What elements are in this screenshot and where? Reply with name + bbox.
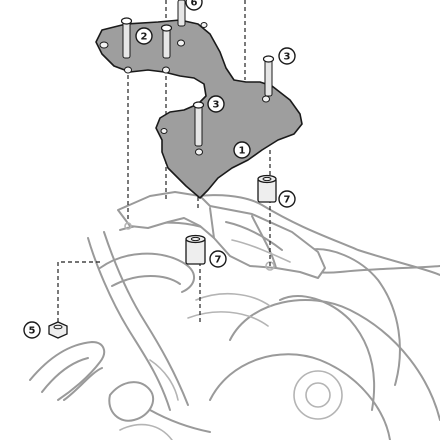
- callout-1-label: 1: [239, 146, 246, 157]
- existing-rack-frame: [117, 191, 326, 279]
- callout-1: 1: [233, 141, 251, 159]
- callout-7-upper: 7: [278, 190, 296, 208]
- callout-3-right: 3: [278, 47, 296, 65]
- callout-7-lower: 7: [209, 250, 227, 268]
- callout-6-label: 6: [191, 0, 198, 9]
- callout-5-label: 5: [29, 326, 36, 337]
- callout-5: 5: [23, 321, 41, 339]
- spacer-part-7-lower: [185, 234, 206, 265]
- callout-2-label: 2: [141, 32, 148, 43]
- callout-7-upper-label: 7: [284, 195, 291, 206]
- nut-part-5: [48, 321, 68, 339]
- callout-7-lower-label: 7: [215, 255, 222, 266]
- screw-part-6: [177, 0, 186, 27]
- screw-part-2: [120, 17, 133, 59]
- screw-part-3-right: [262, 55, 275, 97]
- callout-3-center-label: 3: [213, 100, 220, 111]
- callout-2: 2: [135, 27, 153, 45]
- screw-part-2-inset: [160, 24, 173, 59]
- callout-6: 6: [185, 0, 203, 11]
- screw-part-3-center: [192, 101, 205, 147]
- callout-3-right-label: 3: [284, 52, 291, 63]
- spacer-part-7-upper: [257, 174, 277, 203]
- motorcycle-rear-outline: [29, 194, 440, 440]
- callout-3-center: 3: [207, 95, 225, 113]
